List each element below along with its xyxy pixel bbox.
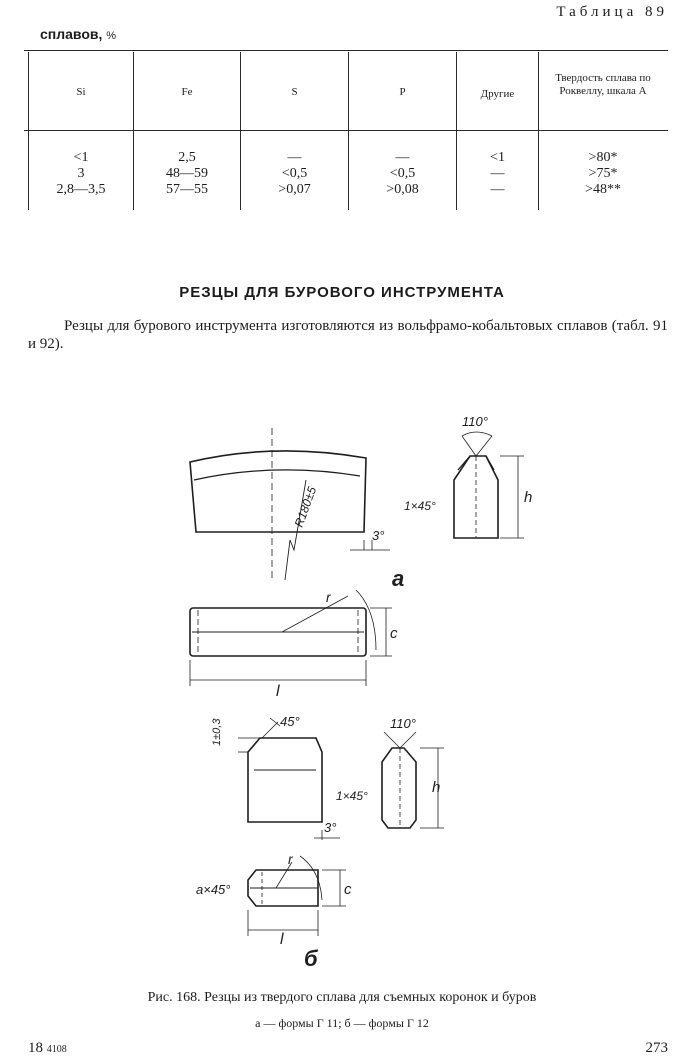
- c-label-b: c: [344, 881, 352, 898]
- part-a-front-view: [189, 428, 390, 581]
- footer-signature-small: 4108: [46, 1044, 67, 1055]
- cell-p: >0,08: [386, 182, 419, 197]
- col-header-hardness: Твердость сплава по Роквеллу, шкала А: [555, 72, 651, 97]
- cell-si: 2,8—3,5: [56, 182, 106, 197]
- part-b-side-view: [381, 731, 444, 829]
- table-col-divider: [133, 52, 134, 210]
- l-label-a: l: [276, 683, 280, 700]
- col-header-fe: Fe: [181, 86, 193, 98]
- footer-signature: 18 4108: [28, 1040, 67, 1057]
- cell-hardness: >48**: [585, 182, 621, 197]
- cell-s: <0,5: [281, 166, 308, 181]
- r-label-b: r: [288, 851, 294, 867]
- figure-label-a: а: [392, 566, 404, 591]
- cell-s: >0,07: [278, 182, 311, 197]
- cell-p: <0,5: [389, 166, 416, 181]
- cutter-drawing: R180±5 3° а 110° 1×45° h r c l: [189, 414, 532, 971]
- table-col-divider: [240, 52, 241, 210]
- table-header-note: сплавов, %: [40, 26, 116, 42]
- part-b-top-view: [247, 855, 346, 936]
- table-col-divider: [456, 52, 457, 210]
- table-col-divider: [538, 52, 539, 210]
- col-header-p: P: [399, 86, 406, 98]
- cell-other: <1: [490, 150, 505, 165]
- part-b-front-view: [238, 717, 340, 840]
- col-header-si: Si: [76, 86, 86, 98]
- c-label-a: c: [390, 625, 398, 642]
- section-paragraph: Резцы для бурового инструмента изготовля…: [28, 318, 668, 352]
- cell-other: —: [490, 182, 505, 197]
- chamfer-label-b: 1×45°: [336, 789, 368, 803]
- angle-3-label-b: 3°: [324, 820, 336, 835]
- r-label-a: r: [326, 589, 332, 605]
- col-header-s: S: [291, 86, 298, 98]
- figure-subcaption: а — формы Г 11; б — формы Г 12: [255, 1016, 429, 1030]
- cell-si: 3: [77, 166, 85, 181]
- cell-fe: 2,5: [178, 150, 196, 165]
- l-label-b: l: [280, 931, 284, 948]
- table-row: 2,8—3,5 57—55 >0,07 >0,08 — >48**: [0, 182, 684, 198]
- part-a-side-view: [453, 431, 524, 539]
- table-title: Таблица 89: [556, 4, 668, 20]
- cell-fe: 57—55: [166, 182, 208, 197]
- cell-p: —: [395, 150, 410, 165]
- height-label-b: h: [432, 779, 440, 796]
- footer-signature-main: 18: [28, 1040, 43, 1056]
- table-col-divider: [348, 52, 349, 210]
- table-row: 3 48—59 <0,5 <0,5 — >75*: [0, 166, 684, 182]
- figure-label-b: б: [304, 946, 319, 971]
- header-note-unit: %: [106, 30, 117, 42]
- angle-110-label-a: 110°: [462, 414, 488, 429]
- angle-3-label-a: 3°: [372, 528, 384, 543]
- angle-45-label-b: 45°: [280, 714, 300, 729]
- height-label-a: h: [524, 489, 532, 506]
- tol-label-b: 1±0,3: [211, 718, 223, 746]
- cell-fe: 48—59: [166, 166, 208, 181]
- radius-label: R180±5: [292, 485, 320, 530]
- header-note-text: сплавов,: [40, 26, 103, 42]
- col-header-other: Другие: [480, 88, 515, 100]
- cell-hardness: >75*: [588, 166, 618, 181]
- table-header-rule: [24, 130, 668, 131]
- table-top-rule: [24, 50, 668, 51]
- table-col-divider: [28, 52, 29, 210]
- chamfer-a-label-b: a×45°: [196, 882, 230, 897]
- cell-s: —: [287, 150, 302, 165]
- figure-caption: Рис. 168. Резцы из твердого сплава для с…: [147, 990, 537, 1005]
- page-number: 273: [645, 1040, 669, 1056]
- table-row: <1 2,5 — — <1 >80*: [0, 150, 684, 166]
- chamfer-label-a: 1×45°: [404, 499, 436, 513]
- section-title: РЕЗЦЫ ДЛЯ БУРОВОГО ИНСТРУМЕНТА: [179, 284, 505, 301]
- cell-hardness: >80*: [588, 150, 618, 165]
- angle-110-label-b: 110°: [390, 716, 416, 731]
- part-a-top-view: [189, 589, 392, 686]
- cell-other: —: [490, 166, 505, 181]
- cell-si: <1: [73, 150, 89, 165]
